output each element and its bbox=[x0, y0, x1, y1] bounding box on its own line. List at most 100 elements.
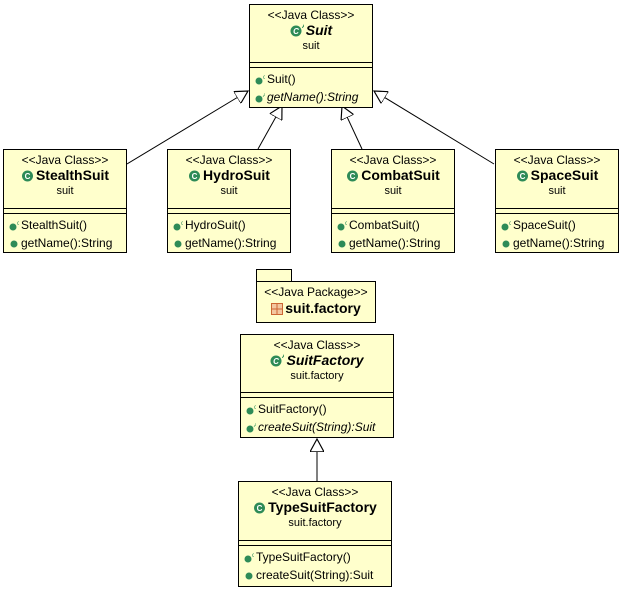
svg-text:c: c bbox=[345, 221, 347, 227]
space-to-suit-generalization bbox=[374, 91, 495, 165]
stereotype-label: <<Java Class>> bbox=[21, 153, 109, 167]
svg-text:c: c bbox=[263, 75, 265, 81]
constructor-icon: c bbox=[501, 221, 511, 231]
svg-text:c: c bbox=[254, 405, 256, 411]
stereotype-label: <<Java Class>> bbox=[273, 338, 361, 352]
abstract-method-icon: A bbox=[255, 93, 265, 103]
package-label: suit.factory bbox=[290, 370, 344, 382]
class-header: <<Java Class>> C StealthSuit suit bbox=[4, 150, 126, 198]
class-name: SuitFactory bbox=[286, 352, 364, 368]
svg-text:C: C bbox=[293, 27, 299, 36]
constructor-icon: c bbox=[9, 221, 19, 231]
class-name: Suit bbox=[305, 22, 333, 38]
constructor-icon: c bbox=[244, 553, 254, 563]
stereotype-label: <<Java Class>> bbox=[271, 485, 359, 499]
package-icon bbox=[271, 303, 284, 315]
operation: getName():String bbox=[9, 234, 126, 252]
package-name: suit.factory bbox=[285, 300, 361, 316]
class-icon: C bbox=[254, 502, 266, 514]
attribute-separator bbox=[250, 62, 372, 63]
package-label: suit bbox=[56, 185, 74, 197]
public-method-icon bbox=[10, 240, 18, 248]
stereotype-label: <<Java Class>> bbox=[267, 8, 355, 22]
combat-to-suit-generalization bbox=[342, 106, 363, 150]
class-icon: C bbox=[516, 170, 528, 182]
public-method-icon bbox=[338, 240, 346, 248]
svg-text:c: c bbox=[181, 221, 183, 227]
class-name: SpaceSuit bbox=[530, 167, 599, 183]
package-label: suit bbox=[220, 185, 238, 197]
public-method-icon bbox=[502, 240, 510, 248]
operation: AgetName():String bbox=[255, 88, 372, 106]
package-label: suit bbox=[384, 185, 402, 197]
svg-text:C: C bbox=[519, 172, 525, 181]
operation: getName():String bbox=[337, 234, 454, 252]
class-name: StealthSuit bbox=[35, 167, 110, 183]
svg-text:C: C bbox=[192, 172, 198, 181]
attribute-separator bbox=[239, 540, 391, 541]
operation: getName():String bbox=[501, 234, 618, 252]
svg-text:c: c bbox=[252, 553, 254, 559]
operation-separator bbox=[250, 67, 372, 68]
stereotype-label: <<Java Class>> bbox=[513, 153, 601, 167]
operation: createSuit(String):Suit bbox=[244, 566, 391, 584]
class-suitfactory[interactable]: <<Java Class>> CASuitFactory suit.factor… bbox=[240, 334, 394, 438]
package-label: suit bbox=[548, 185, 566, 197]
constructor-icon: c bbox=[337, 221, 347, 231]
svg-text:A: A bbox=[301, 23, 304, 30]
stealth-to-suit-generalization bbox=[126, 91, 248, 165]
class-name: TypeSuitFactory bbox=[268, 499, 377, 515]
class-icon: C bbox=[21, 170, 33, 182]
stereotype-label: <<Java Class>> bbox=[349, 153, 437, 167]
package-suit-factory[interactable]: <<Java Package>> suit.factory bbox=[256, 281, 376, 323]
class-header: <<Java Class>> C SpaceSuit suit bbox=[496, 150, 618, 198]
svg-text:C: C bbox=[350, 172, 356, 181]
public-method-icon bbox=[245, 572, 253, 580]
class-name: CombatSuit bbox=[361, 167, 440, 183]
class-icon: C bbox=[347, 170, 359, 182]
class-icon: C bbox=[189, 170, 201, 182]
attribute-separator bbox=[4, 208, 126, 209]
constructor-icon: c bbox=[255, 75, 265, 85]
operation-separator bbox=[332, 213, 454, 214]
attribute-separator bbox=[241, 392, 393, 393]
operation-separator bbox=[239, 545, 391, 546]
svg-text:C: C bbox=[257, 504, 263, 513]
abstract-class-icon: CA bbox=[290, 23, 304, 37]
class-header: <<Java Class>> C CombatSuit suit bbox=[332, 150, 454, 198]
class-name: HydroSuit bbox=[203, 167, 270, 183]
public-method-icon bbox=[174, 240, 182, 248]
hydro-to-suit-generalization bbox=[257, 106, 282, 150]
stereotype-label: <<Java Class>> bbox=[185, 153, 273, 167]
operation-separator bbox=[496, 213, 618, 214]
svg-text:C: C bbox=[25, 172, 31, 181]
svg-text:c: c bbox=[509, 221, 511, 227]
stereotype-label: <<Java Package>> bbox=[264, 285, 368, 299]
abstract-method-icon: A bbox=[246, 423, 256, 433]
abstract-class-icon: CA bbox=[270, 353, 284, 367]
class-typesuitfactory[interactable]: <<Java Class>> C TypeSuitFactory suit.fac… bbox=[238, 481, 392, 587]
svg-text:A: A bbox=[281, 353, 284, 360]
operation-separator bbox=[4, 213, 126, 214]
operation-separator bbox=[168, 213, 290, 214]
package-label: suit.factory bbox=[288, 517, 342, 529]
constructor-icon: c bbox=[246, 405, 256, 415]
